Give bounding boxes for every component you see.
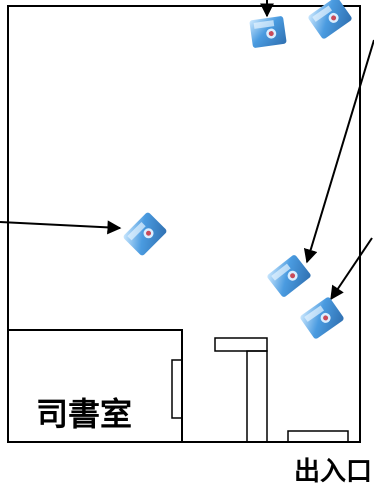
camera-icon <box>123 212 167 256</box>
camera-icon <box>300 297 344 339</box>
entrance-mat <box>287 430 349 443</box>
arrow-right-long <box>303 39 374 264</box>
camera-icon <box>249 16 287 48</box>
counter-top <box>214 337 268 352</box>
counter-stem <box>246 350 268 443</box>
entrance-label: 出入口 <box>294 457 372 487</box>
librarian-room-door <box>171 359 183 419</box>
arrow-left <box>0 220 122 235</box>
camera-icon <box>267 255 311 297</box>
librarian-room-label: 司書室 <box>36 395 132 433</box>
room-outline <box>7 5 361 443</box>
camera-icon <box>308 0 352 39</box>
arrow-right-short <box>330 237 373 301</box>
